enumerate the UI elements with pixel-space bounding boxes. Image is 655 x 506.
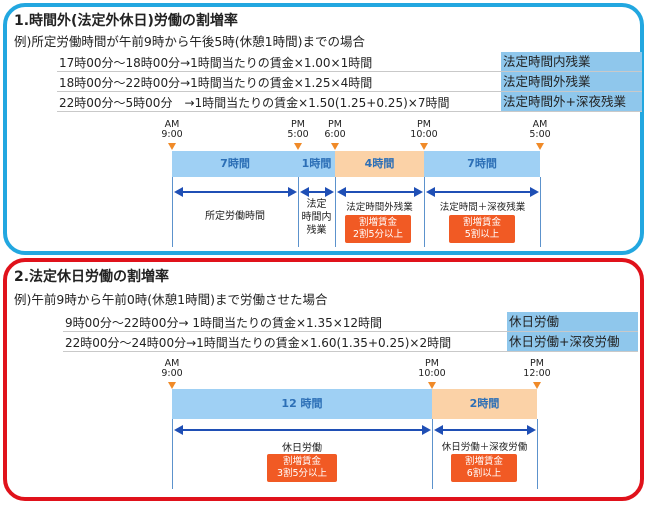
section2-title: 2.法定休日労働の割増率 <box>14 269 170 285</box>
table-row-calc: 17時00分～18時00分→1時間当たりの賃金×1.00×1時間 <box>59 56 373 70</box>
span-arrow <box>442 429 527 431</box>
table-row-label: 法定時間内残業 <box>501 52 642 71</box>
tick-marker-icon <box>533 382 541 389</box>
overtime-panel: 1.時間外(法定外休日)労働の割増率 例)所定労働時間が午前9時から午後5時(休… <box>3 3 644 255</box>
arrow-left-icon <box>174 425 183 435</box>
arrow-left-icon <box>426 187 435 197</box>
arrow-right-icon <box>288 187 297 197</box>
arrow-right-icon <box>414 187 423 197</box>
tick-marker-icon <box>536 143 544 150</box>
span-arrow <box>434 191 530 193</box>
arrow-right-icon <box>527 425 536 435</box>
tick-marker-icon <box>420 143 428 150</box>
table-row-label: 法定時間外残業 <box>501 72 642 91</box>
table-row-label: 休日労働+深夜労働 <box>507 332 638 351</box>
span-arrow <box>308 191 325 193</box>
arrow-left-icon <box>337 187 346 197</box>
segment-description: 休日労働＋深夜労働 <box>441 442 528 453</box>
segment-description: 所定労働時間 <box>205 211 265 222</box>
segment-description: 法定 時間内 残業 <box>301 199 332 236</box>
premium-badge: 割増賃金 6割以上 <box>451 454 517 482</box>
span-arrow <box>182 191 288 193</box>
arrow-left-icon <box>174 187 183 197</box>
timeline-segment: 4時間 <box>335 151 424 177</box>
arrow-left-icon <box>300 187 309 197</box>
tick-marker-icon <box>428 382 436 389</box>
section1-condition: 例)所定労働時間が午前9時から午後5時(休憩1時間)までの場合 <box>14 34 365 49</box>
table-row-calc: 22時00分～24時00分→1時間当たりの賃金×1.60(1.35+0.25)×… <box>65 336 452 350</box>
segment-description: 法定時間＋深夜残業 <box>439 202 526 213</box>
timeline-segment: 7時間 <box>172 151 298 177</box>
span-arrow <box>345 191 414 193</box>
arrow-right-icon <box>530 187 539 197</box>
premium-badge: 割増賃金 5割以上 <box>449 215 515 243</box>
table-row-calc: 18時00分～22時00分→1時間当たりの賃金×1.25×4時間 <box>59 76 373 90</box>
arrow-right-icon <box>422 425 431 435</box>
arrow-right-icon <box>325 187 334 197</box>
holiday-panel: 2.法定休日労働の割増率 例)午前9時から午前0時(休憩1時間)まで労働させた場… <box>3 258 644 501</box>
section2-condition: 例)午前9時から午前0時(休憩1時間)まで労働させた場合 <box>14 292 328 307</box>
tick-marker-icon <box>294 143 302 150</box>
timeline-segment: 7時間 <box>424 151 540 177</box>
timeline-segment: 2時間 <box>432 389 537 419</box>
table-row-calc: 9時00分～22時00分→ 1時間当たりの賃金×1.35×12時間 <box>65 316 383 330</box>
section1-title: 1.時間外(法定外休日)労働の割増率 <box>14 13 238 29</box>
table-row-calc: 22時00分～5時00分 →1時間当たりの賃金×1.50(1.25+0.25)×… <box>59 96 450 110</box>
premium-badge: 割増賃金 3割5分以上 <box>267 454 337 482</box>
segment-description: 法定時間外残業 <box>346 202 413 213</box>
tick-marker-icon <box>168 143 176 150</box>
premium-badge: 割増賃金 2割5分以上 <box>345 215 411 243</box>
table-row-label: 休日労働 <box>507 312 638 331</box>
timeline-segment: 12 時間 <box>172 389 432 419</box>
table-row-label: 法定時間外+深夜残業 <box>501 92 642 111</box>
arrow-left-icon <box>434 425 443 435</box>
span-arrow <box>182 429 422 431</box>
segment-description: 休日労働 <box>282 443 322 454</box>
tick-marker-icon <box>168 382 176 389</box>
timeline-segment: 1時間 <box>298 151 335 177</box>
tick-marker-icon <box>331 143 339 150</box>
